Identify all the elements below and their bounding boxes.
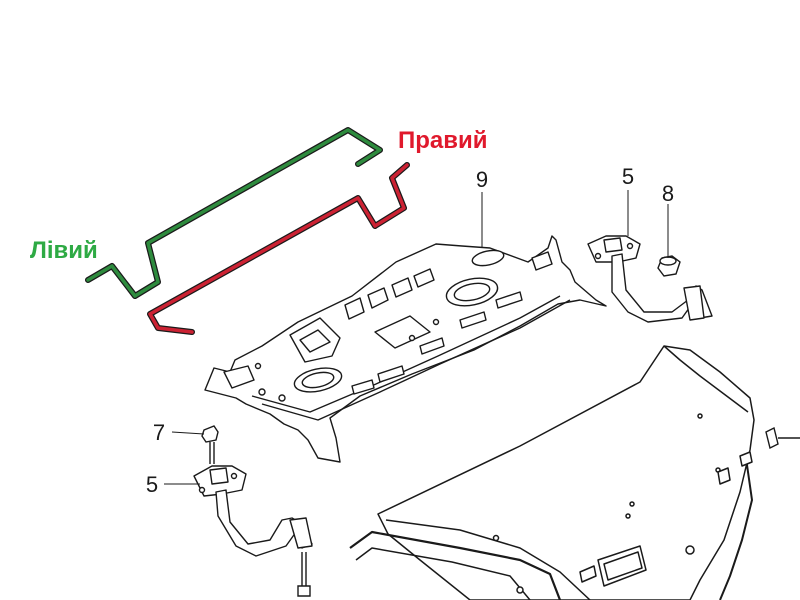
trunk-lid	[349, 345, 755, 600]
hinge-upper-right	[587, 235, 713, 323]
callout-5-top: 5	[622, 164, 634, 189]
hinge-lower-left	[193, 465, 313, 557]
bottom-bolt	[297, 552, 311, 597]
bolt-part-7	[201, 425, 219, 464]
callout-5-left: 5	[146, 472, 158, 497]
callout-9: 9	[476, 167, 488, 192]
leader-lines	[164, 190, 669, 485]
label-left: Лівий	[30, 237, 98, 264]
callout-8: 8	[662, 181, 674, 206]
callout-7: 7	[153, 420, 165, 445]
left-torsion-bar	[85, 127, 383, 299]
bumper-stop-part-8	[657, 255, 681, 277]
right-torsion-bar	[147, 162, 410, 335]
lid-clip	[765, 426, 800, 450]
rear-package-tray-panel	[204, 235, 607, 463]
label-right: Правий	[398, 127, 488, 154]
